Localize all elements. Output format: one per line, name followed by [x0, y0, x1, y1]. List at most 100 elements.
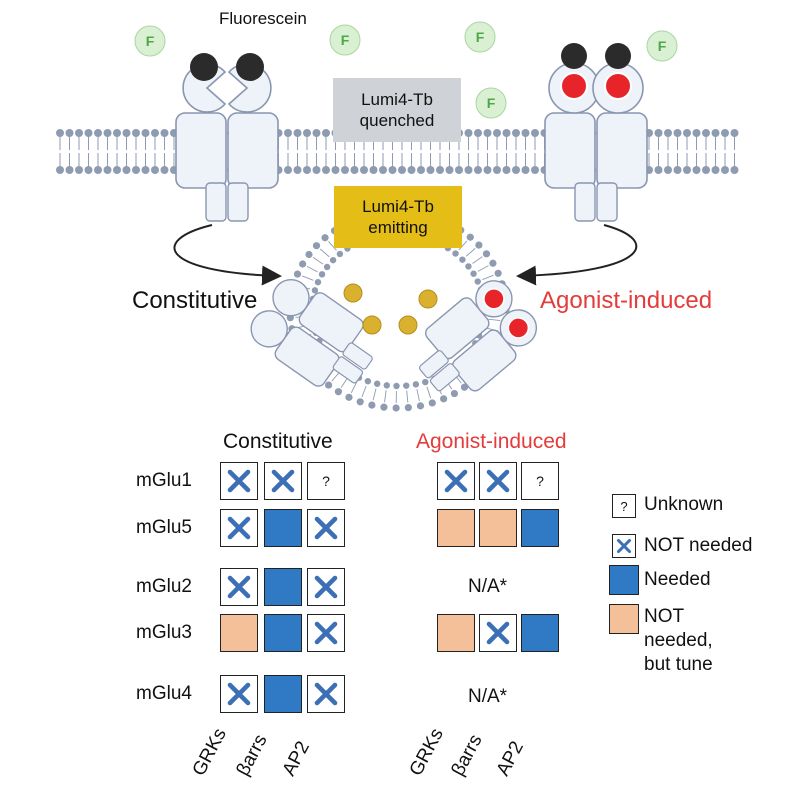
row-label-mglu1: mGlu1	[136, 470, 192, 491]
x-icon	[227, 682, 251, 706]
x-icon	[314, 575, 338, 599]
constitutive-cell-mglu2-0	[220, 568, 258, 606]
constitutive-cell-mglu2-2	[307, 568, 345, 606]
c-tail	[332, 356, 364, 384]
agonist-column-title: Agonist-induced	[416, 430, 567, 453]
x-icon	[227, 516, 251, 540]
c-tail	[596, 182, 618, 222]
agonist-cell-mglu1-1	[479, 462, 517, 500]
receptor-internalization-illustration: F F F F F	[56, 21, 739, 412]
c-tail	[342, 342, 373, 370]
lumi4-tb-dot	[343, 283, 363, 303]
fluorescein-molecule: F	[464, 21, 496, 53]
unknown-symbol: ?	[322, 473, 330, 489]
x-icon	[227, 575, 251, 599]
receptor-agonist	[544, 43, 648, 222]
x-icon	[486, 469, 510, 493]
lumi4-tb-dot	[362, 315, 382, 335]
agonist-cell-mglu3-1	[479, 614, 517, 652]
c-tail	[429, 363, 460, 392]
fluorescein-label: Fluorescein	[219, 9, 307, 28]
fluorescein-molecule: F	[646, 30, 678, 62]
legend-needed-label: Needed	[644, 569, 711, 590]
fluorescein-symbol: F	[658, 38, 667, 54]
agonist-cell-mglu3-2	[521, 614, 559, 652]
agonist-cell-mglu1-0	[437, 462, 475, 500]
na-mglu2: N/A*	[468, 576, 508, 597]
emitting-line-2: emitting	[368, 218, 428, 237]
ligand-dot	[561, 43, 587, 69]
x-icon	[227, 469, 251, 493]
x-icon	[444, 469, 468, 493]
vft-domain	[272, 279, 310, 317]
constitutive-cell-mglu5-2	[307, 509, 345, 547]
agonist-cell-mglu1-2: ?	[521, 462, 559, 500]
constitutive-column-label-2: AP2	[278, 737, 314, 780]
agonist-cell-mglu5-0	[437, 509, 475, 547]
legend-needed-swatch	[609, 565, 639, 595]
constitutive-cell-mglu4-0	[220, 675, 258, 713]
legend-tune-swatch	[609, 604, 639, 634]
transmembrane-domain	[544, 112, 596, 189]
constitutive-arrow	[173, 224, 282, 286]
constitutive-cell-mglu5-1	[264, 509, 302, 547]
constitutive-pathway-label: Constitutive	[132, 287, 258, 314]
agonist-column-label-0: GRKs	[405, 724, 448, 780]
agonist-dot	[560, 72, 588, 100]
agonist-column-label-1: βarrs	[447, 731, 487, 780]
fluorescein-molecule: F	[475, 87, 507, 119]
row-label-mglu4: mGlu4	[136, 683, 192, 704]
na-mglu4: N/A*	[468, 686, 508, 707]
c-tail	[227, 182, 249, 222]
row-label-mglu2: mGlu2	[136, 576, 192, 597]
agonist-dot	[483, 288, 505, 310]
row-label-mglu3: mGlu3	[136, 622, 192, 643]
lumi4-tb-emitting-box: Lumi4-Tb emitting	[334, 186, 462, 248]
agonist-column-label-2: AP2	[492, 737, 528, 780]
ligand-dot	[190, 53, 218, 81]
lumi4-tb-dot	[418, 289, 438, 309]
internalized-receptor-constitutive	[250, 279, 373, 387]
agonist-dot	[507, 317, 530, 339]
fluorescein-symbol: F	[341, 32, 350, 48]
fluorescein-symbol: F	[146, 33, 155, 49]
constitutive-column-label-0: GRKs	[188, 724, 231, 780]
legend-not-needed-swatch	[612, 534, 636, 558]
x-icon	[314, 516, 338, 540]
c-tail	[418, 350, 449, 379]
constitutive-cell-mglu1-0	[220, 462, 258, 500]
constitutive-cell-mglu5-0	[220, 509, 258, 547]
agonist-cell-mglu3-0	[437, 614, 475, 652]
constitutive-column-title: Constitutive	[223, 430, 333, 453]
constitutive-cell-mglu3-2	[307, 614, 345, 652]
transmembrane-domain	[596, 112, 648, 189]
transmembrane-domain	[175, 112, 227, 189]
legend-tune-label-3: but tune	[644, 654, 713, 675]
fluorescein-molecule: F	[329, 24, 361, 56]
constitutive-cell-mglu4-2	[307, 675, 345, 713]
x-icon	[271, 469, 295, 493]
x-icon	[314, 621, 338, 645]
quenched-line-2: quenched	[359, 111, 435, 130]
legend-unknown-swatch: ?	[612, 494, 636, 518]
fluorescein-symbol: F	[487, 95, 496, 111]
agonist-arrow	[516, 224, 638, 286]
legend-unknown-label: Unknown	[644, 494, 724, 515]
x-icon	[314, 682, 338, 706]
transmembrane-domain	[227, 112, 279, 189]
fluorescein-molecule: F	[134, 25, 166, 57]
ligand-dot	[605, 43, 631, 69]
ligand-dot	[236, 53, 264, 81]
c-tail	[574, 182, 596, 222]
emitting-line-1: Lumi4-Tb	[362, 197, 434, 216]
vft-domain	[250, 310, 288, 348]
quenched-line-1: Lumi4-Tb	[361, 90, 433, 109]
c-tail	[205, 182, 227, 222]
lumi4-tb-dot	[398, 315, 418, 335]
constitutive-cell-mglu4-1	[264, 675, 302, 713]
constitutive-cell-mglu2-1	[264, 568, 302, 606]
legend-not-needed-label: NOT needed	[644, 535, 753, 556]
agonist-pathway-label: Agonist-induced	[540, 287, 713, 314]
agonist-cell-mglu5-1	[479, 509, 517, 547]
